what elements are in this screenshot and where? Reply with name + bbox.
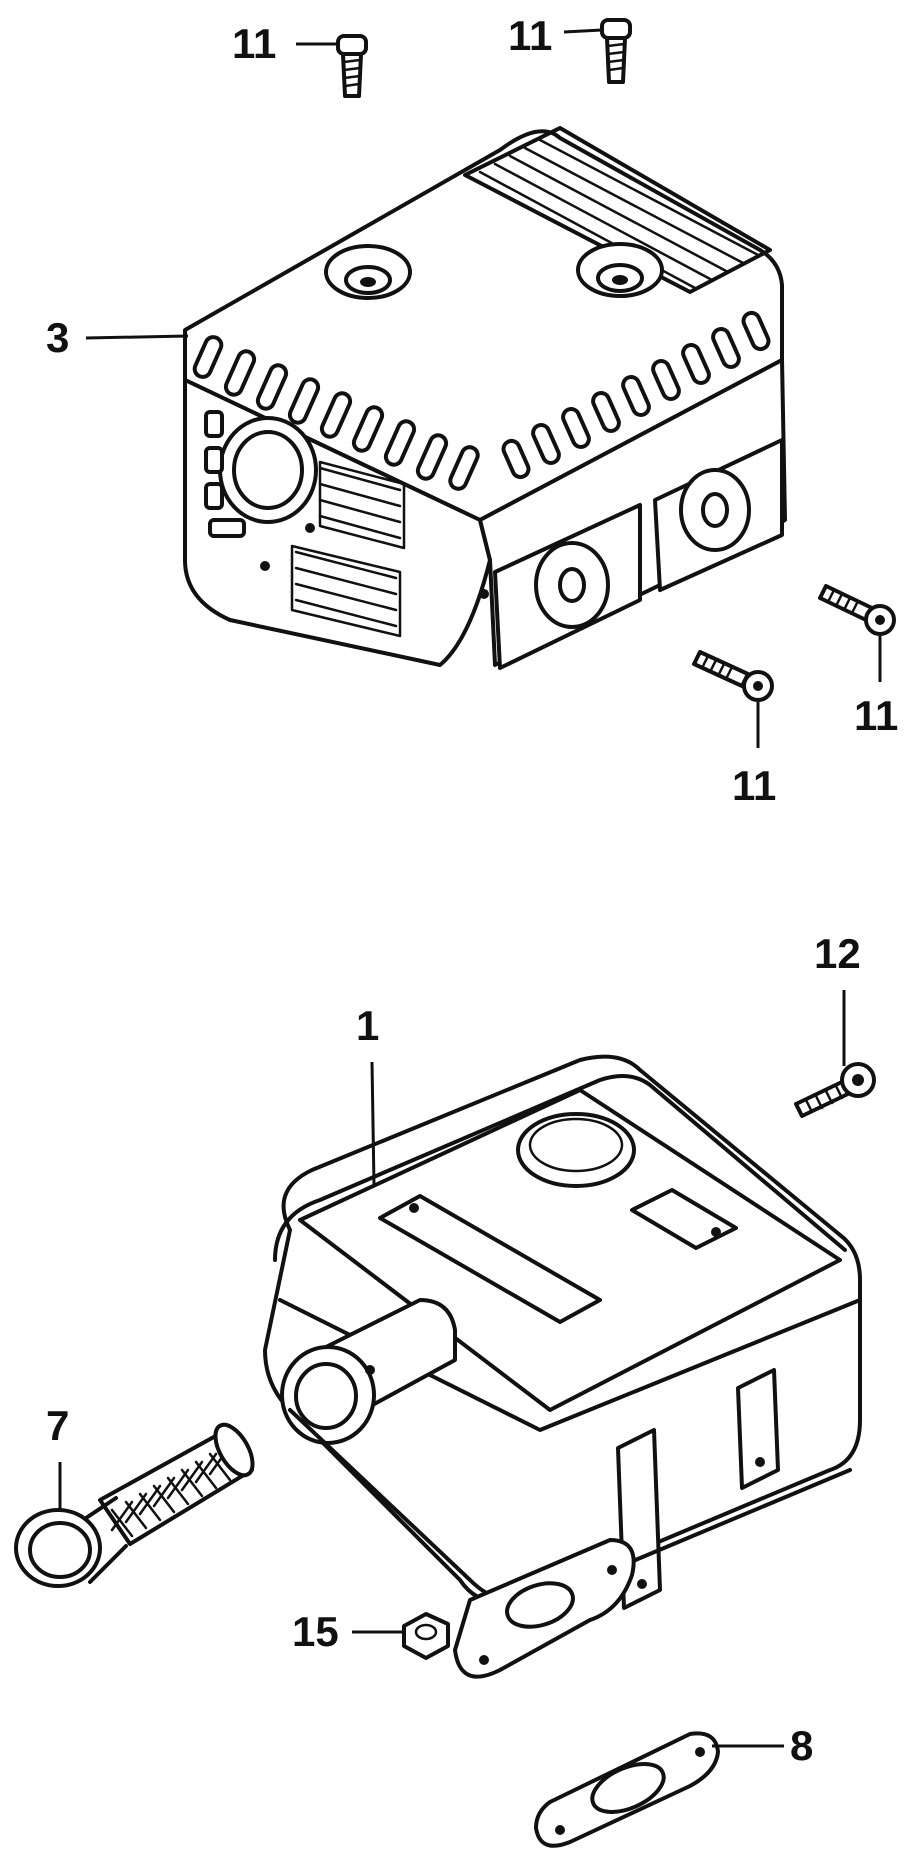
muffler-protector-part [183, 126, 787, 670]
nut-part [402, 1612, 450, 1660]
callout-bolt: 12 [814, 930, 861, 977]
bolt-part [794, 1062, 876, 1118]
callout-nut: 15 [292, 1608, 339, 1655]
leader-muffler [370, 1061, 376, 1187]
callout-protector: 3 [46, 314, 69, 361]
screw-part-right-upper [818, 584, 896, 636]
protector-louvre-grille [290, 460, 406, 638]
callout-screw-right-upper: 11 [854, 692, 898, 739]
callout-gasket: 8 [790, 1722, 813, 1769]
screw-part-right-lower [692, 650, 774, 702]
gasket-part [534, 1731, 720, 1848]
callout-muffler: 1 [356, 1002, 379, 1049]
callout-screw-top-right: 11 [508, 12, 552, 59]
screw-part-top-left [336, 34, 368, 98]
screw-part-top-right [600, 18, 632, 84]
protector-vent-slots-left [192, 335, 480, 491]
spark-arrester-part [14, 1422, 255, 1588]
callout-screw-right-lower: 11 [732, 762, 776, 809]
protector-vent-slots-right [501, 310, 771, 480]
callout-screw-top-left: 11 [232, 20, 276, 67]
leader-protector [85, 334, 189, 340]
muffler-part [263, 1054, 862, 1679]
callout-arrester: 7 [46, 1402, 69, 1449]
leader-screw-top-right [563, 28, 603, 34]
